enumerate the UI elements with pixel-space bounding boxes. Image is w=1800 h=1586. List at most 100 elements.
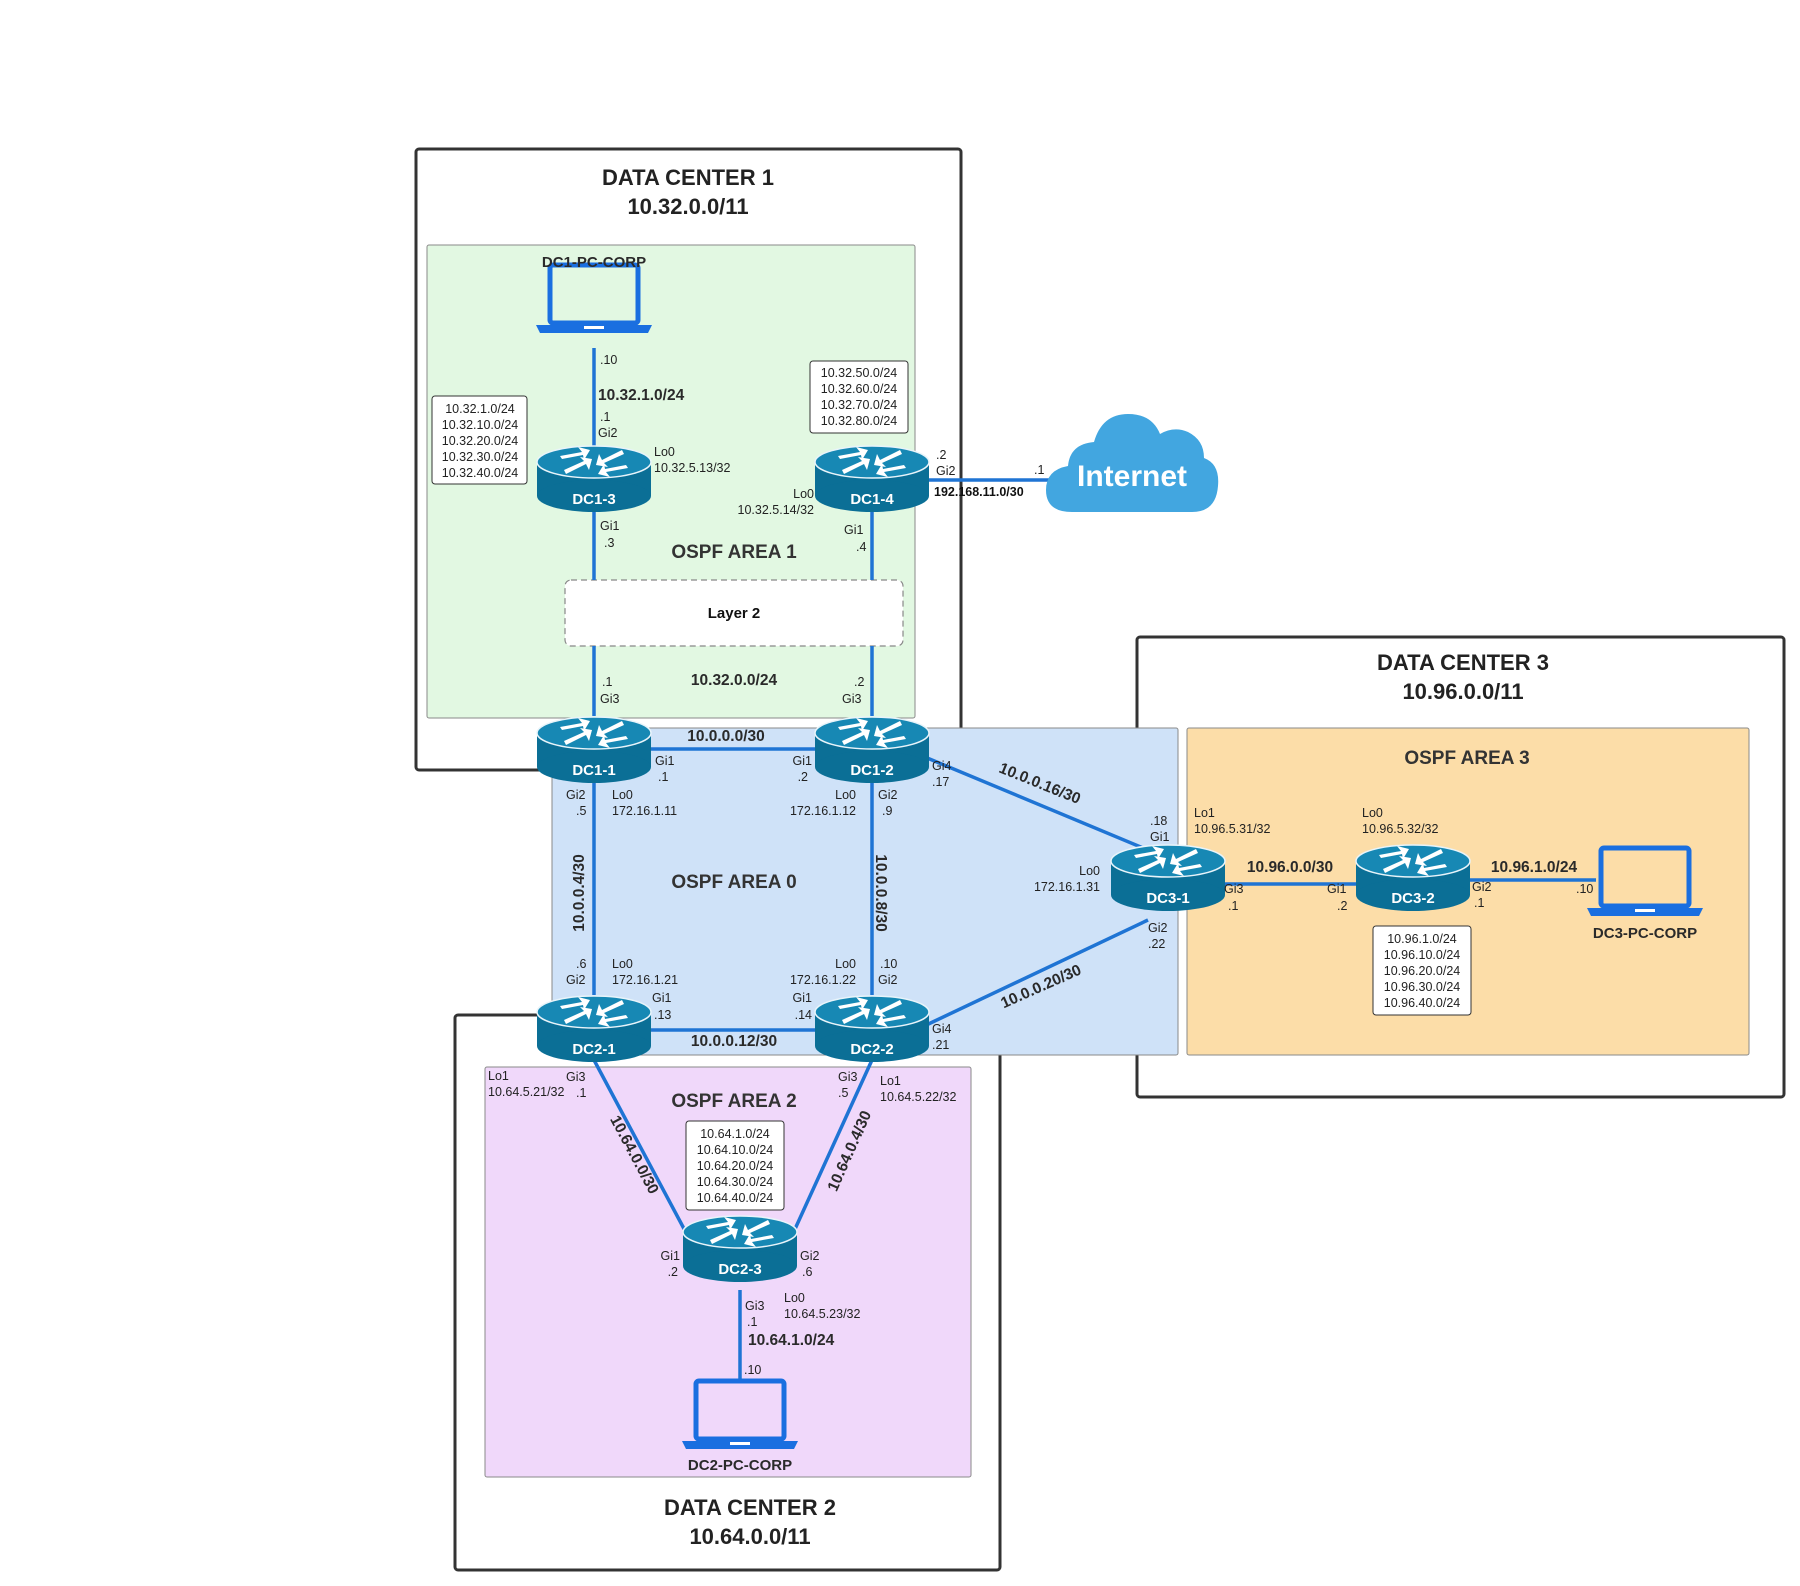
net-10-0-0-0: 10.0.0.0/30 (687, 728, 765, 745)
lbl: .1 (1474, 896, 1484, 910)
routes-dc3-2: 10.96.1.0/24 10.96.10.0/24 10.96.20.0/24… (1372, 925, 1472, 1016)
lbl: Lo0 (612, 788, 633, 802)
lbl: Gi1 (844, 523, 864, 537)
layer2-label: Layer 2 (708, 605, 761, 622)
net-10-32-1: 10.32.1.0/24 (598, 387, 685, 404)
router-dc1-3[interactable]: DC1-3 (536, 445, 652, 512)
net-10-64-1: 10.64.1.0/24 (748, 1332, 835, 1349)
lbl: .5 (576, 804, 586, 818)
router-dc1-4[interactable]: DC1-4 (814, 445, 930, 512)
lbl: Gi2 (878, 788, 898, 802)
route-item: 10.32.10.0/24 (442, 418, 519, 432)
route-item: 10.64.20.0/24 (697, 1159, 774, 1173)
lbl: Gi2 (1472, 880, 1492, 894)
lbl: Gi1 (1327, 882, 1347, 896)
lbl: .2 (1337, 899, 1347, 913)
lbl: Lo1 (880, 1074, 901, 1088)
net-10-32-0: 10.32.0.0/24 (691, 672, 778, 689)
router-dc1-2[interactable]: DC1-2 (814, 716, 930, 783)
route-item: 10.32.60.0/24 (821, 382, 898, 396)
dc1-pc[interactable] (536, 262, 652, 333)
router-dc2-3[interactable]: DC2-3 (682, 1215, 798, 1282)
route-item: 10.64.1.0/24 (700, 1127, 770, 1141)
lbl: .10 (1576, 882, 1593, 896)
dc2-pc[interactable] (682, 1378, 798, 1449)
router-name: DC2-3 (718, 1261, 761, 1278)
router-name: DC2-2 (850, 1041, 893, 1058)
dc1-title: DATA CENTER 1 (602, 165, 774, 190)
route-item: 10.32.70.0/24 (821, 398, 898, 412)
lbl: 10.96.5.32/32 (1362, 822, 1439, 836)
lbl: Gi3 (566, 1070, 586, 1084)
route-item: 10.32.20.0/24 (442, 434, 519, 448)
lbl: .10 (880, 957, 897, 971)
internet-cloud: Internet (1046, 414, 1219, 512)
lbl: Lo0 (784, 1291, 805, 1305)
lbl: 172.16.1.22 (790, 973, 856, 987)
lbl: .10 (600, 353, 617, 367)
router-name: DC3-2 (1391, 890, 1434, 907)
lbl: Lo1 (1194, 806, 1215, 820)
lbl: Gi2 (566, 973, 586, 987)
lbl: 10.32.5.14/32 (738, 503, 815, 517)
router-dc1-1[interactable]: DC1-1 (536, 716, 652, 783)
lbl: 10.64.5.21/32 (488, 1085, 565, 1099)
lbl: .14 (795, 1008, 812, 1022)
lbl: 172.16.1.31 (1034, 880, 1100, 894)
lbl: 172.16.1.21 (612, 973, 678, 987)
area1-title: OSPF AREA 1 (671, 542, 797, 563)
lbl: .10 (744, 1363, 761, 1377)
lbl: .4 (856, 540, 866, 554)
lbl: 172.16.1.12 (790, 804, 856, 818)
dc3-pc-label: DC3-PC-CORP (1593, 925, 1697, 942)
lbl: .22 (1148, 937, 1165, 951)
router-name: DC1-1 (572, 762, 615, 779)
lbl: .1 (1034, 463, 1044, 477)
lbl: Gi4 (932, 759, 952, 773)
layer2-box (564, 579, 904, 647)
lbl: .2 (798, 770, 808, 784)
link-dc21-dc23 (592, 1059, 692, 1241)
lbl: Gi1 (652, 991, 672, 1005)
route-item: 10.32.40.0/24 (442, 466, 519, 480)
lbl: Gi3 (600, 692, 620, 706)
net-10-0-0-12: 10.0.0.12/30 (691, 1033, 777, 1050)
lbl: 10.64.5.23/32 (784, 1307, 861, 1321)
lbl: Lo0 (1079, 864, 1100, 878)
route-item: 10.64.10.0/24 (697, 1143, 774, 1157)
router-dc2-2[interactable]: DC2-2 (814, 995, 930, 1062)
area3-title: OSPF AREA 3 (1404, 748, 1529, 769)
router-name: DC3-1 (1146, 890, 1189, 907)
dc3-pc[interactable] (1587, 845, 1703, 916)
route-item: 10.32.1.0/24 (445, 402, 515, 416)
lbl: Gi3 (1224, 882, 1244, 896)
net-192: 192.168.11.0/30 (934, 485, 1024, 499)
lbl: Gi1 (1150, 830, 1170, 844)
lbl: .2 (936, 448, 946, 462)
lbl: 10.64.5.22/32 (880, 1090, 957, 1104)
lbl: .5 (838, 1086, 848, 1100)
link-dc22-dc31 (919, 918, 1149, 1030)
router-name: DC1-4 (850, 491, 894, 508)
lbl: .21 (932, 1038, 949, 1052)
lbl: Gi4 (932, 1022, 952, 1036)
internet-label: Internet (1077, 460, 1187, 493)
laptop-icon (693, 1378, 787, 1442)
link-dc12-dc31 (919, 753, 1149, 852)
lbl: .1 (1228, 899, 1238, 913)
lbl: .3 (604, 536, 614, 550)
router-dc2-1[interactable]: DC2-1 (536, 995, 652, 1062)
router-dc3-1[interactable]: DC3-1 (1110, 844, 1226, 911)
lbl: .1 (602, 675, 612, 689)
lbl: .18 (1150, 814, 1167, 828)
lbl: 172.16.1.11 (612, 804, 677, 818)
router-dc3-2[interactable]: DC3-2 (1355, 844, 1471, 911)
net-10-0-0-8: 10.0.0.8/30 (872, 854, 889, 932)
route-item: 10.96.1.0/24 (1387, 932, 1457, 946)
lbl: .1 (600, 410, 610, 424)
link-dc22-dc23 (788, 1059, 874, 1241)
lbl: Lo1 (488, 1069, 509, 1083)
area0-title: OSPF AREA 0 (671, 872, 796, 893)
lbl: Gi2 (878, 973, 898, 987)
